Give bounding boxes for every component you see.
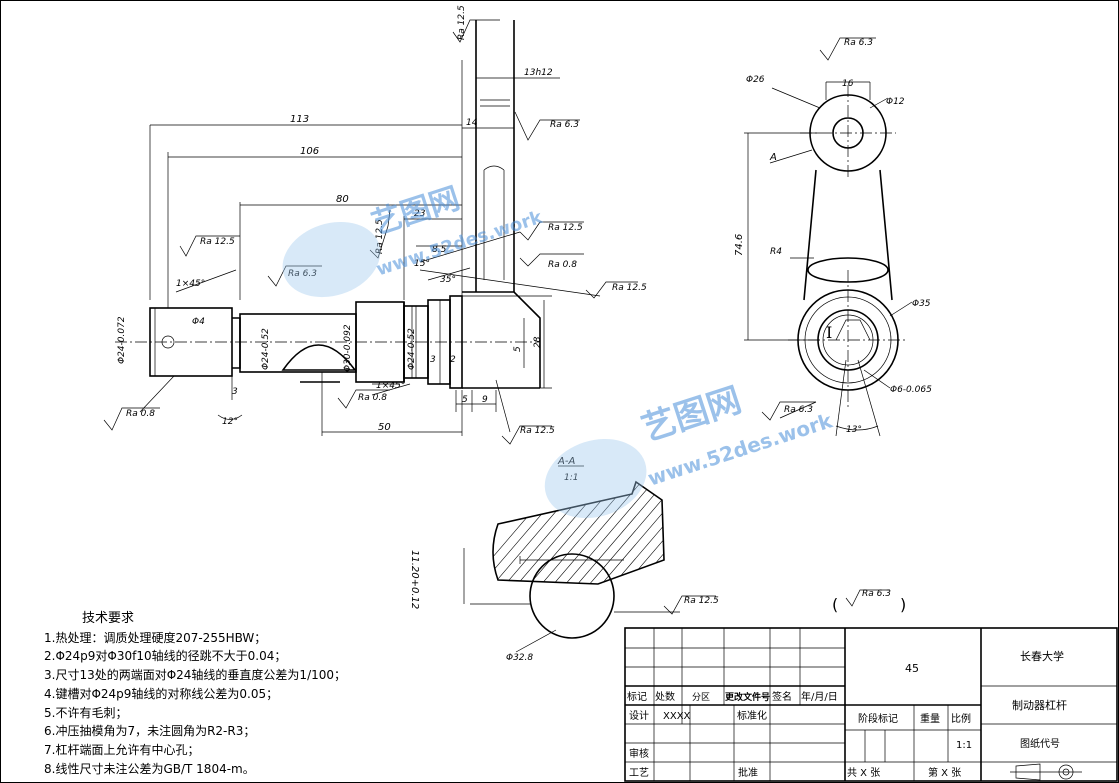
dim-phi4: Φ4	[192, 317, 205, 327]
tb-drawing-code-label: 图纸代号	[1020, 737, 1060, 750]
dim-14: 14	[466, 118, 478, 128]
note-item: 1.热处理：调质处理硬度207-255HBW；	[44, 630, 267, 645]
ra-bottom: Ra 12.5	[520, 426, 555, 436]
dim-106: 106	[300, 146, 319, 157]
dim-12-deg: 12°	[222, 417, 238, 427]
dim-phi24-left: Φ24-0.072	[117, 316, 127, 364]
dim-5-bottom: 5	[462, 395, 468, 405]
ra-arm: Ra 6.3	[550, 120, 579, 130]
dim-13h12: 13h12	[524, 68, 553, 78]
dim-113: 113	[290, 114, 309, 125]
ra-shaft: Ra 6.3	[288, 269, 317, 279]
dim-50: 50	[378, 422, 391, 433]
ra-angle-upper: Ra 12.5	[548, 223, 583, 233]
dim-2: 2	[450, 355, 456, 365]
dim-phi30: Φ30-0.092	[343, 324, 353, 372]
ra-top: Ra 12.5	[457, 5, 467, 40]
dim-phi26: Φ26	[746, 75, 765, 85]
tb-part-name: 制动器杠杆	[1012, 698, 1067, 712]
dim-13-deg: 13°	[846, 425, 862, 435]
ra-groove: Ra 0.8	[358, 393, 387, 403]
ra-section: Ra 12.5	[684, 596, 719, 606]
tb-designer: XXXX	[663, 711, 691, 722]
watermark-brand-1: 艺图网	[368, 181, 464, 242]
tb-sheet-no: 第 X 张	[928, 766, 961, 779]
tb-process-label: 工艺	[629, 767, 649, 779]
tb-standardize-label: 标准化	[737, 709, 767, 722]
ra-general: Ra 6.3	[862, 589, 891, 599]
dim-r4: R4	[770, 247, 782, 257]
tb-material: 45	[905, 662, 919, 675]
dim-16: 16	[842, 79, 854, 89]
dim-phi24-shaft: Φ24-0.52	[261, 328, 271, 370]
dim-5-vertical: 5	[513, 346, 523, 352]
dim-3-right: 3	[430, 355, 436, 365]
watermark: 艺图网 www.52des.work 艺图网 www.52des.work	[282, 181, 836, 519]
dim-phi12: Φ12	[886, 97, 905, 107]
dimension-labels: 113 106 80 23 14 13h12 8.5 15° 35° 1×45°…	[117, 68, 932, 663]
title-block: 标记 处数 分区 更改文件号 签名 年/月/日 设计 XXXX 标准化 审核 工…	[624, 627, 1118, 782]
tb-zone-label: 分区	[692, 692, 710, 703]
shaft-front-view	[115, 20, 601, 436]
tb-change-doc-label: 更改文件号	[725, 691, 770, 703]
ra-left-end: Ra 0.8	[126, 409, 155, 419]
dim-28: 28	[533, 336, 543, 348]
section-label: A-A	[557, 456, 575, 467]
tb-approve-label: 批准	[738, 766, 758, 779]
note-item: 2.Φ24p9对Φ30f10轴线的径跳不大于0.04；	[44, 649, 287, 664]
tb-design-label: 设计	[629, 709, 649, 722]
section-scale: 1:1	[564, 473, 578, 483]
tb-total-sheets: 共 X 张	[847, 767, 880, 779]
tb-school: 长春大学	[1020, 649, 1064, 663]
dim-phi24-collar: Φ24-0.52	[407, 328, 417, 370]
dim-chamfer-right: 1×45°	[376, 381, 405, 391]
dim-80: 80	[336, 194, 349, 205]
note-item: 8.线性尺寸未注公差为GB/T 1804-m。	[44, 761, 255, 776]
tb-weight-label: 重量	[920, 712, 940, 725]
tb-scale-value: 1:1	[956, 740, 972, 751]
tb-date-label: 年/月/日	[801, 690, 838, 703]
note-item: 4.键槽对Φ24p9轴线的对称线公差为0.05；	[44, 686, 279, 701]
notes-title: 技术要求	[82, 611, 135, 626]
dim-phi6: Φ6-0.065	[890, 385, 932, 395]
ra-lever-bottom: Ra 6.3	[784, 405, 813, 415]
dim-35-deg: 35°	[440, 275, 456, 285]
tb-mark-label: 标记	[627, 691, 647, 703]
dim-23: 23	[414, 209, 426, 219]
dim-phi32: Φ32.8	[506, 653, 533, 663]
note-item: 5.不许有毛刺；	[44, 705, 128, 720]
svg-text:): )	[900, 595, 906, 614]
ra-chamfer-left: Ra 12.5	[200, 237, 235, 247]
roman-numeral-label: I	[826, 323, 832, 342]
tb-signature-label: 签名	[772, 690, 792, 703]
technical-requirements: 技术要求 1.热处理：调质处理硬度207-255HBW； 2.Φ24p9对Φ30…	[44, 610, 374, 778]
tb-review-label: 审核	[629, 747, 649, 760]
dim-8-5: 8.5	[432, 245, 447, 255]
ra-collar: Ra 12.5	[375, 219, 385, 254]
dim-11-20: 11.20+0.12	[409, 550, 420, 609]
note-item: 6.冲压抽模角为7，未注圆角为R2-R3；	[44, 724, 256, 739]
view-label-a: A	[769, 152, 777, 163]
note-item: 7.杠杆端面上允许有中心孔；	[44, 742, 200, 757]
dim-phi35: Φ35	[912, 299, 931, 309]
dim-74-6: 74.6	[734, 234, 745, 256]
roughness-symbols	[103, 19, 890, 615]
watermark-brand-2: 艺图网	[637, 380, 746, 450]
ra-angle-lower: Ra 0.8	[548, 260, 577, 270]
lever-side-view	[744, 81, 913, 437]
ra-lever-hub: Ra 6.3	[844, 38, 873, 48]
dim-9: 9	[482, 395, 488, 405]
roughness-labels: Ra 12.5 Ra 6.3 Ra 6.3 Ra 12.5 Ra 6.3 Ra …	[126, 5, 906, 614]
dim-15-deg: 15°	[414, 259, 430, 269]
dim-3-left: 3	[232, 387, 238, 397]
dim-chamfer-left: 1×45°	[176, 279, 205, 289]
tb-stage-label: 阶段标记	[858, 712, 898, 725]
svg-text:(: (	[832, 595, 838, 614]
tb-count-label: 处数	[655, 690, 675, 703]
tb-scale-label: 比例	[951, 712, 971, 725]
ra-flange: Ra 12.5	[612, 283, 647, 293]
note-item: 3.尺寸13处的两端面对Φ24轴线的垂直度公差为1/100；	[44, 668, 347, 683]
